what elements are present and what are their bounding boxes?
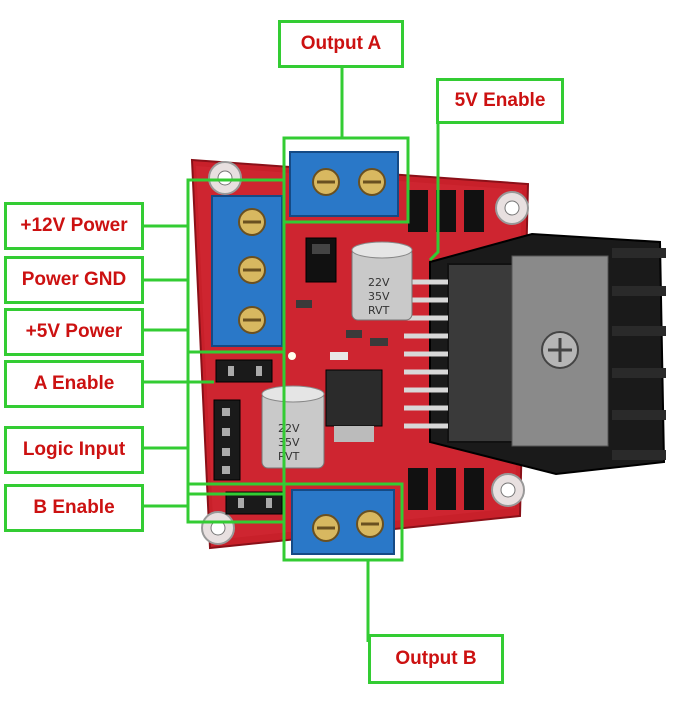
mounting-hole	[201, 511, 235, 545]
smd-components	[288, 300, 388, 360]
jumper-a-enable	[215, 359, 273, 383]
voltage-regulator	[325, 369, 383, 442]
label-output-b: Output B	[368, 634, 504, 684]
jumper-b-enable	[225, 491, 283, 515]
mounting-hole	[495, 191, 529, 225]
header-pins-bottom	[408, 468, 484, 510]
capacitor-lower: 22V 35V RVT	[261, 385, 325, 469]
callout-lines	[144, 68, 440, 642]
label-power-gnd: Power GND	[4, 256, 144, 304]
label-a-enable: A Enable	[4, 360, 144, 408]
label-5v-power: +5V Power	[4, 308, 144, 356]
driver-ic	[447, 255, 609, 447]
capacitor-lower-line2: 35V	[278, 436, 300, 449]
capacitor-lower-line3: RVT	[278, 450, 300, 463]
terminal-block-output-b	[291, 489, 395, 555]
terminal-block-output-a	[289, 151, 399, 217]
label-5v-enable: 5V Enable	[436, 78, 564, 124]
capacitor-upper-line3: RVT	[368, 304, 390, 317]
capacitor-upper-line2: 35V	[368, 290, 390, 303]
capacitor-lower-line1: 22V	[278, 422, 300, 435]
label-logic-input: Logic Input	[4, 426, 144, 474]
label-b-enable: B Enable	[4, 484, 144, 532]
capacitor-upper: 22V 35V RVT	[351, 241, 413, 321]
label-12v-power: +12V Power	[4, 202, 144, 250]
jumper-5v-enable	[305, 237, 337, 283]
mounting-hole	[491, 473, 525, 507]
logic-input-header	[213, 399, 241, 481]
capacitor-upper-line1: 22V	[368, 276, 390, 289]
label-output-a: Output A	[278, 20, 404, 68]
mounting-hole	[208, 161, 242, 195]
terminal-block-power	[211, 195, 283, 347]
header-pins-top	[408, 190, 484, 232]
